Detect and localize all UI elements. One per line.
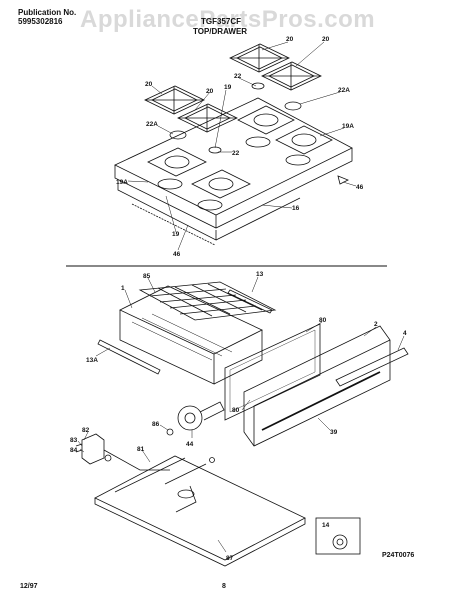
callout-19A-left: 19A — [116, 179, 128, 186]
page-number: 8 — [222, 583, 226, 590]
drawer-back-panel — [224, 323, 321, 421]
bottom-panel — [94, 455, 306, 561]
drawer-rack — [138, 281, 277, 321]
callout-44: 44 — [186, 441, 194, 448]
front-trim — [131, 203, 216, 246]
callout-20d: 20 — [206, 88, 214, 95]
callout-16: 16 — [292, 205, 300, 212]
callout-83: 83 — [70, 437, 78, 444]
drawer-assembly — [75, 276, 409, 567]
burner-box — [117, 182, 217, 241]
callout-22a: 22 — [234, 73, 242, 80]
callout-20b: 20 — [322, 36, 330, 43]
callout-39: 39 — [330, 429, 338, 436]
callout-82: 82 — [82, 427, 90, 434]
drawer-front — [243, 325, 391, 447]
callout-22A-left: 22A — [146, 121, 158, 128]
callout-46a: 46 — [356, 184, 364, 191]
callout-13A: 13A — [86, 357, 98, 364]
callout-80a: 80 — [319, 317, 327, 324]
publication-number: 5995302816 — [18, 17, 63, 26]
handle-trim — [335, 347, 409, 387]
drawer-rail-left — [97, 339, 161, 375]
date: 12/97 — [20, 583, 38, 590]
callout-22A-top: 22A — [338, 87, 350, 94]
inset-knob — [332, 534, 348, 550]
callout-80b: 80 — [232, 407, 240, 414]
drawer-rail-right — [227, 289, 273, 314]
burner-grates — [144, 43, 322, 133]
callout-22b: 22 — [232, 150, 240, 157]
callout-46b: 46 — [173, 251, 181, 258]
callout-20c: 20 — [145, 81, 153, 88]
callout-87: 87 — [226, 555, 234, 562]
callout-labels: 20 20 20 20 22 19 22A 22A 19A 22 19A 46 … — [70, 36, 407, 562]
screw — [166, 428, 174, 436]
oven-burner — [177, 489, 195, 499]
screw-2 — [209, 457, 215, 463]
callout-19A-right: 19A — [342, 123, 354, 130]
callout-20a: 20 — [286, 36, 294, 43]
callout-19b: 19 — [172, 231, 180, 238]
cooktop-panel-front — [114, 148, 353, 229]
watermark: AppliancePartsPros.com — [80, 6, 376, 33]
inset-box — [315, 517, 361, 555]
regulator-assembly — [75, 433, 170, 471]
burner-wells — [147, 105, 333, 199]
diagram-code: P24T0076 — [382, 552, 415, 559]
drawer-body — [119, 285, 263, 355]
gas-valve — [177, 401, 225, 431]
callout-1: 1 — [121, 285, 125, 292]
callout-85: 85 — [143, 273, 151, 280]
top-leader-lines — [127, 41, 357, 251]
cooktop-assembly — [114, 41, 357, 251]
bottom-leader-lines — [77, 276, 405, 553]
callout-2: 2 — [374, 321, 378, 328]
callout-86: 86 — [152, 421, 160, 428]
callout-14: 14 — [322, 522, 330, 529]
callout-19a: 19 — [224, 84, 232, 91]
model-number: TGF357CF — [201, 17, 242, 26]
callout-13: 13 — [256, 271, 264, 278]
callout-4: 4 — [403, 330, 407, 337]
burners — [157, 136, 311, 211]
drawer-handle — [261, 371, 381, 431]
section-title: TOP/DRAWER — [193, 27, 248, 36]
callout-84: 84 — [70, 447, 78, 454]
callout-81: 81 — [137, 446, 145, 453]
side-bracket — [337, 175, 349, 185]
publication-label: Publication No. — [18, 8, 77, 17]
